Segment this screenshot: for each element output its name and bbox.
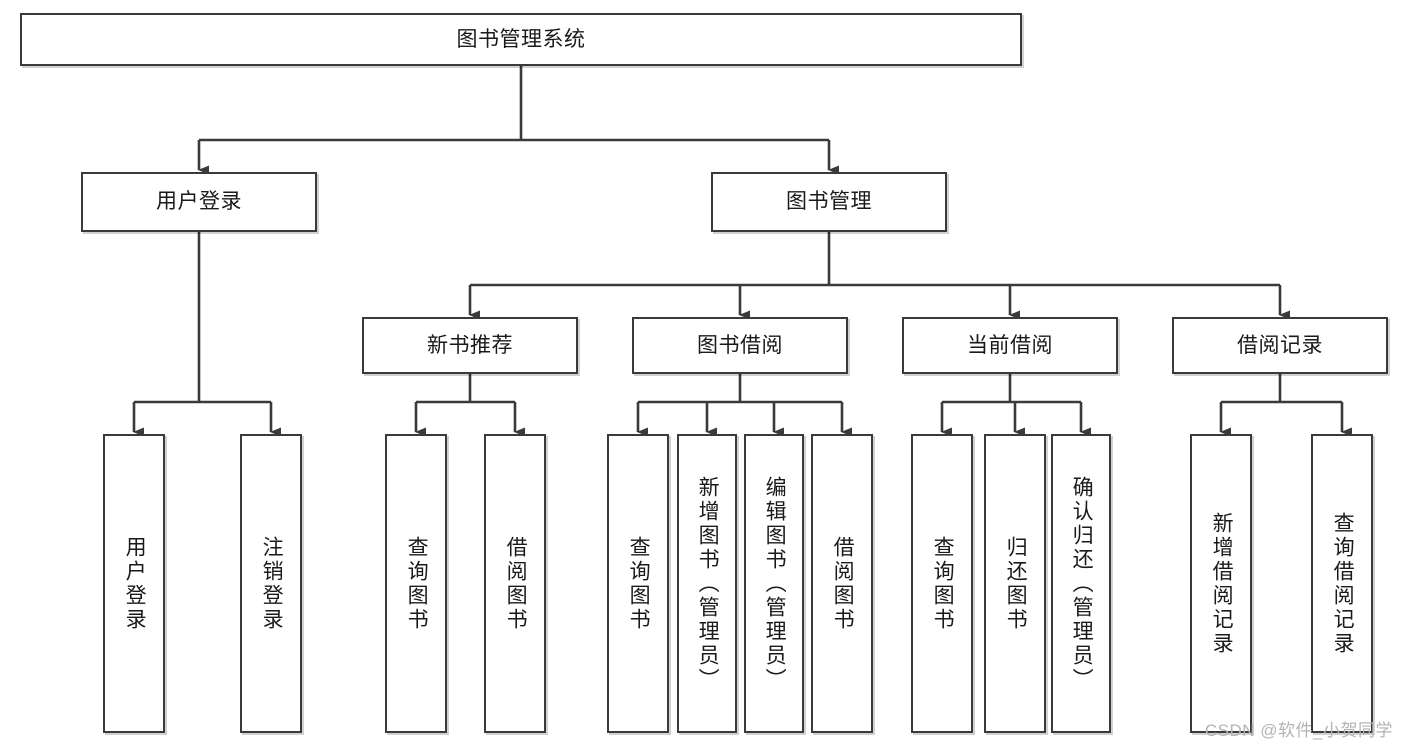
node-leaf-add-borrow-record[interactable]: 新增借阅记录 [1190, 434, 1252, 733]
node-label-leaf-add-borrow-record: 新增借阅记录 [1210, 511, 1234, 656]
node-label-new-book-recommend: 新书推荐 [427, 333, 513, 357]
node-leaf-query-borrow-record[interactable]: 查询借阅记录 [1311, 434, 1373, 733]
node-label-borrow-record: 借阅记录 [1237, 333, 1323, 357]
node-label-leaf-query-book-3: 查询图书 [931, 535, 955, 632]
node-leaf-borrow-book-2[interactable]: 借阅图书 [811, 434, 873, 733]
node-root[interactable]: 图书管理系统 [20, 13, 1022, 66]
node-label-leaf-query-borrow-record: 查询借阅记录 [1331, 511, 1355, 656]
watermark-text: CSDN @软件_小贺同学 [1204, 721, 1393, 740]
node-label-leaf-confirm-return: 确认归还（管理员） [1070, 475, 1094, 692]
node-label-leaf-return-book: 归还图书 [1004, 535, 1028, 632]
node-label-book-borrow: 图书借阅 [697, 333, 783, 357]
node-label-current-borrow: 当前借阅 [967, 333, 1053, 357]
node-leaf-return-book[interactable]: 归还图书 [984, 434, 1046, 733]
node-book-manage[interactable]: 图书管理 [711, 172, 947, 232]
node-leaf-add-book[interactable]: 新增图书（管理员） [677, 434, 737, 733]
node-label-leaf-query-book-1: 查询图书 [405, 535, 429, 632]
node-label-root: 图书管理系统 [456, 27, 586, 51]
node-label-leaf-user-logout: 注销登录 [260, 535, 284, 632]
node-book-borrow[interactable]: 图书借阅 [632, 317, 848, 374]
node-leaf-edit-book[interactable]: 编辑图书（管理员） [744, 434, 804, 733]
node-borrow-record[interactable]: 借阅记录 [1172, 317, 1388, 374]
node-new-book-recommend[interactable]: 新书推荐 [362, 317, 578, 374]
node-current-borrow[interactable]: 当前借阅 [902, 317, 1118, 374]
node-leaf-query-book-2[interactable]: 查询图书 [607, 434, 669, 733]
node-label-book-manage: 图书管理 [786, 190, 872, 214]
node-leaf-query-book-1[interactable]: 查询图书 [385, 434, 447, 733]
node-leaf-user-logout[interactable]: 注销登录 [240, 434, 302, 733]
node-label-leaf-add-book: 新增图书（管理员） [696, 475, 720, 692]
node-leaf-borrow-book-1[interactable]: 借阅图书 [484, 434, 546, 733]
node-label-leaf-borrow-book-2: 借阅图书 [831, 535, 855, 632]
node-leaf-user-login[interactable]: 用户登录 [103, 434, 165, 733]
node-label-leaf-borrow-book-1: 借阅图书 [504, 535, 528, 632]
node-label-leaf-user-login: 用户登录 [123, 535, 147, 632]
node-label-leaf-query-book-2: 查询图书 [627, 535, 651, 632]
node-leaf-confirm-return[interactable]: 确认归还（管理员） [1051, 434, 1111, 733]
node-label-leaf-edit-book: 编辑图书（管理员） [763, 475, 787, 692]
node-leaf-query-book-3[interactable]: 查询图书 [911, 434, 973, 733]
node-label-user-login: 用户登录 [156, 190, 242, 214]
node-user-login[interactable]: 用户登录 [81, 172, 317, 232]
